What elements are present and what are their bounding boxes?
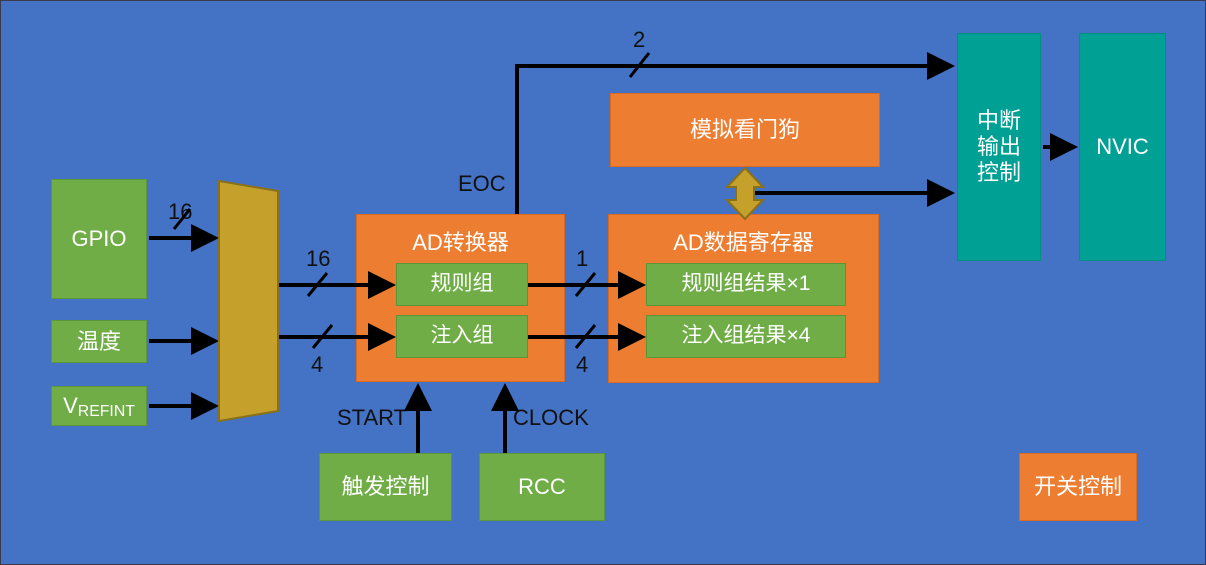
bus-width-injected-to-register: 4: [576, 352, 589, 377]
slash-mux-to-regular: [306, 272, 329, 297]
slash-regular-to-register: [574, 272, 597, 297]
block-injected-result-label: 注入组结果×4: [681, 324, 811, 348]
block-analog-watchdog-label: 模拟看门狗: [689, 117, 800, 143]
block-switch-control-label: 开关控制: [1033, 474, 1122, 500]
block-nvic[interactable]: NVIC: [1079, 33, 1166, 261]
slash-eoc-bus: [628, 52, 651, 78]
block-temperature[interactable]: 温度: [51, 320, 147, 363]
block-injected-result[interactable]: 注入组结果×4: [646, 315, 846, 358]
slash-injected-to-register: [574, 324, 597, 349]
block-gpio-label: GPIO: [71, 226, 127, 252]
label-start: START: [337, 405, 408, 430]
slash-mux-to-injected: [311, 324, 334, 349]
block-switch-control[interactable]: 开关控制: [1019, 453, 1137, 521]
block-vrefint[interactable]: VREFINT: [51, 386, 147, 426]
analog-multiplexer[interactable]: [218, 179, 279, 423]
bus-width-watchdog-to-interrupt: 2: [633, 27, 646, 52]
ad-converter-title: AD转换器: [412, 230, 509, 255]
block-injected-group-label: 注入组: [430, 324, 494, 348]
bus-width-mux-to-injected: 4: [311, 352, 324, 377]
bus-width-mux-to-regular: 16: [306, 246, 331, 271]
block-vrefint-label: VREFINT: [63, 393, 135, 420]
block-regular-group-label: 规则组: [430, 272, 494, 296]
block-interrupt-output-control[interactable]: 中断 输出 控制: [957, 33, 1041, 261]
block-interrupt-output-control-label: 中断 输出 控制: [976, 108, 1021, 185]
block-regular-result[interactable]: 规则组结果×1: [646, 263, 846, 306]
block-injected-group[interactable]: 注入组: [396, 315, 528, 358]
label-clock: CLOCK: [513, 405, 589, 430]
bus-width-regular-to-register: 1: [576, 246, 589, 271]
block-analog-watchdog[interactable]: 模拟看门狗: [610, 93, 880, 167]
block-rcc[interactable]: RCC: [479, 453, 605, 521]
block-trigger-control[interactable]: 触发控制: [319, 453, 452, 521]
bus-width-gpio-to-mux: 16: [168, 199, 193, 224]
label-eoc: EOC: [458, 171, 506, 196]
block-rcc-label: RCC: [518, 474, 566, 500]
block-gpio[interactable]: GPIO: [51, 179, 147, 299]
block-regular-result-label: 规则组结果×1: [681, 272, 811, 296]
watchdog-register-double-arrow: [724, 166, 766, 221]
block-regular-group[interactable]: 规则组: [396, 263, 528, 306]
block-trigger-control-label: 触发控制: [341, 474, 430, 500]
ad-data-registers-title: AD数据寄存器: [673, 230, 814, 255]
block-temperature-label: 温度: [76, 328, 121, 354]
block-nvic-label: NVIC: [1096, 134, 1149, 160]
